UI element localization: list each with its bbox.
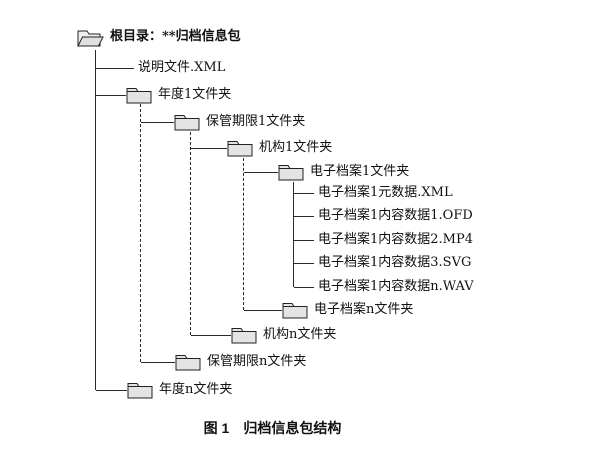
- connector-record1-trunk: [293, 182, 294, 287]
- folder-icon: [278, 165, 304, 181]
- tree-node-label: 电子档案n文件夹: [314, 302, 414, 317]
- connector-branch-meta1: [294, 193, 314, 194]
- connector-branch-manifest: [96, 68, 134, 69]
- tree-node-record1: 电子档案1文件夹: [278, 162, 409, 182]
- folder-icon: [231, 328, 257, 344]
- open-folder-icon: [77, 30, 104, 46]
- folder-icon: [175, 355, 201, 371]
- tree-node-content1: 电子档案1内容数据1.OFD: [318, 206, 473, 226]
- tree-node-root: 根目录：**归档信息包: [76, 27, 241, 47]
- connector-branch-recordN: [244, 310, 282, 311]
- connector-root-trunk: [95, 50, 96, 390]
- connector-branch-retentionN: [141, 362, 175, 363]
- tree-node-content2: 电子档案1内容数据2.MP4: [318, 230, 473, 250]
- connector-branch-content1: [294, 216, 314, 217]
- tree-node-label: 电子档案1元数据.XML: [318, 185, 453, 200]
- tree-node-retentionN: 保管期限n文件夹: [175, 352, 306, 372]
- tree-node-label: 年度1文件夹: [158, 87, 232, 102]
- tree-node-manifest: 说明文件.XML: [138, 58, 225, 78]
- connector-branch-record1: [244, 172, 278, 173]
- tree-node-label: 电子档案1内容数据1.OFD: [318, 208, 473, 223]
- connector-branch-retention1: [141, 122, 174, 123]
- tree-node-label: 说明文件.XML: [138, 60, 226, 75]
- tree-node-label: 电子档案1内容数据n.WAV: [318, 279, 474, 294]
- folder-icon: [227, 141, 253, 157]
- tree-node-orgN: 机构n文件夹: [231, 325, 336, 345]
- connector-branch-orgN: [191, 335, 231, 336]
- folder-icon: [174, 115, 200, 131]
- tree-node-label: 电子档案1内容数据2.MP4: [318, 232, 474, 247]
- connector-branch-contentN: [294, 287, 314, 288]
- tree-node-recordN: 电子档案n文件夹: [282, 300, 413, 320]
- tree-node-meta1: 电子档案1元数据.XML: [318, 183, 453, 203]
- folder-icon: [127, 383, 153, 399]
- connector-year1-trunk: [140, 104, 141, 362]
- tree-node-label: 保管期限n文件夹: [207, 354, 307, 369]
- tree-node-year1: 年度1文件夹: [126, 85, 231, 105]
- tree-node-retention1: 保管期限1文件夹: [174, 112, 305, 132]
- tree-node-label: 电子档案1文件夹: [310, 164, 410, 179]
- connector-org1-trunk: [243, 158, 244, 310]
- connector-branch-yearN: [96, 390, 127, 391]
- tree-node-org1: 机构1文件夹: [227, 138, 332, 158]
- connector-branch-org1: [191, 148, 227, 149]
- folder-icon: [126, 88, 152, 104]
- tree-node-label: 年度n文件夹: [159, 382, 233, 397]
- connector-branch-year1: [96, 95, 126, 96]
- tree-node-label: 机构n文件夹: [263, 327, 337, 342]
- figure-caption: 图 1 归档信息包结构: [203, 420, 342, 436]
- tree-node-yearN: 年度n文件夹: [127, 380, 232, 400]
- tree-node-content3: 电子档案1内容数据3.SVG: [318, 253, 471, 273]
- tree-node-label: 电子档案1内容数据3.SVG: [318, 255, 472, 270]
- folder-icon: [282, 303, 308, 319]
- tree-node-label: 根目录：**归档信息包: [110, 29, 241, 44]
- tree-node-label: 保管期限1文件夹: [206, 114, 306, 129]
- tree-node-contentN: 电子档案1内容数据n.WAV: [318, 277, 474, 297]
- tree-node-label: 机构1文件夹: [259, 140, 333, 155]
- connector-retention1-trunk: [190, 132, 191, 335]
- connector-branch-content3: [294, 263, 314, 264]
- connector-branch-content2: [294, 240, 314, 241]
